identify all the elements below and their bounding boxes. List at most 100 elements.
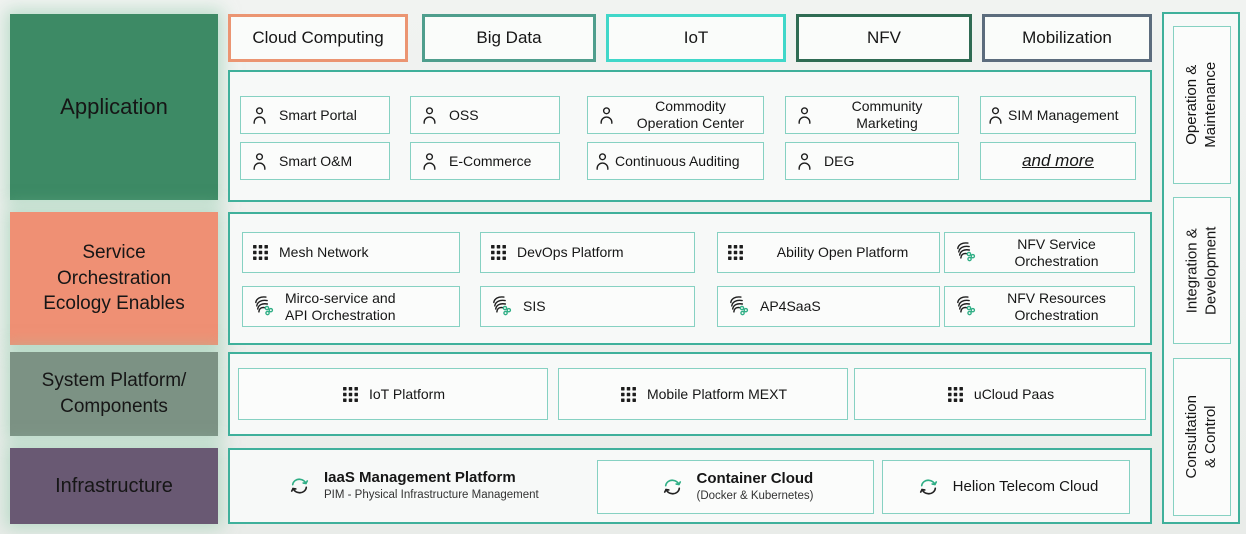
- orch-item-sis: SIS: [480, 286, 695, 327]
- user-icon: [596, 105, 617, 126]
- tab-label: Big Data: [476, 28, 542, 47]
- user-icon: [985, 105, 1006, 126]
- infrastructure-group: IaaS Management Platform PIM - Physical …: [228, 448, 1152, 524]
- item-label: IoT Platform: [369, 385, 445, 402]
- item-label: Mirco-service and API Orchestration: [285, 289, 396, 323]
- user-icon: [249, 151, 270, 172]
- orch-item-mirco-service-api-orchestration: Mirco-service and API Orchestration: [242, 286, 460, 327]
- layer-label-text: Service Orchestration Ecology Enables: [43, 242, 185, 315]
- item-label: DEG: [824, 152, 855, 169]
- tab-label: Cloud Computing: [252, 28, 384, 47]
- side-panel-box-operation-maintenance: Operation & Maintenance: [1173, 26, 1231, 184]
- item-label: E-Commerce: [449, 152, 532, 169]
- user-icon: [794, 105, 815, 126]
- layer-label-service-orchestration: Service Orchestration Ecology Enables: [10, 212, 218, 345]
- item-label: SIM Management: [1008, 106, 1119, 123]
- item-label: Ability Open Platform: [776, 244, 909, 261]
- app-item-e-commerce: E-Commerce: [410, 142, 560, 180]
- app-item-smart-portal: Smart Portal: [240, 96, 390, 134]
- grid-icon: [946, 385, 965, 404]
- orchestration-icon: [489, 294, 514, 319]
- layer-label-text: Application: [60, 94, 168, 120]
- item-label: uCloud Paas: [973, 385, 1055, 402]
- side-panel-label: Consultation & Control: [1183, 395, 1220, 479]
- platform-item-iot-platform: IoT Platform: [238, 368, 548, 420]
- tab-label: Mobilization: [1022, 28, 1112, 47]
- platform-item-mobile-platform-mext: Mobile Platform MEXT: [558, 368, 848, 420]
- item-label: Mesh Network: [279, 244, 369, 261]
- item-label: NFV Resources Orchestration: [1007, 289, 1106, 323]
- grid-icon: [489, 243, 508, 262]
- side-panel-box-integration-development: Integration & Development: [1173, 197, 1231, 344]
- item-label: Smart O&M: [279, 152, 353, 169]
- grid-icon: [726, 243, 745, 262]
- orch-item-ability-open-platform: Ability Open Platform: [717, 232, 940, 273]
- item-label: AP4SaaS: [760, 298, 821, 315]
- layer-label-system-platform: System Platform/ Components: [10, 352, 218, 436]
- tab-cloud-computing: Cloud Computing: [228, 14, 408, 62]
- tab-mobilization: Mobilization: [982, 14, 1152, 62]
- app-item-deg: DEG: [785, 142, 959, 180]
- tab-iot: IoT: [606, 14, 786, 62]
- layer-label-infrastructure: Infrastructure: [10, 448, 218, 524]
- infra-item-container-cloud: Container Cloud (Docker & Kubernetes): [597, 460, 874, 514]
- cloud-sync-icon: [658, 475, 687, 499]
- app-item-smart-oandm: Smart O&M: [240, 142, 390, 180]
- user-icon: [592, 151, 613, 172]
- cloud-sync-icon: [914, 475, 943, 499]
- orchestration-icon: [953, 294, 978, 319]
- orch-item-nfv-service-orchestration: NFV Service Orchestration: [944, 232, 1135, 273]
- item-label: OSS: [449, 106, 479, 123]
- tab-label: IoT: [683, 28, 709, 47]
- item-label: SIS: [523, 298, 546, 315]
- grid-icon: [341, 385, 360, 404]
- orch-item-mesh-network: Mesh Network: [242, 232, 460, 273]
- orch-item-ap4saas: AP4SaaS: [717, 286, 940, 327]
- cloud-sync-icon: [285, 474, 314, 498]
- item-label: Community Marketing: [851, 98, 923, 131]
- layer-label-application: Application: [10, 14, 218, 200]
- app-item-continuous-auditing: Continuous Auditing: [587, 142, 764, 180]
- item-title: Container Cloud: [696, 470, 814, 488]
- app-item-oss: OSS: [410, 96, 560, 134]
- app-item-sim-management: SIM Management: [980, 96, 1136, 134]
- orchestration-icon: [953, 240, 978, 265]
- app-item-and-more: and more: [980, 142, 1136, 180]
- infra-item-helion-telecom-cloud: Helion Telecom Cloud: [882, 460, 1130, 514]
- item-label: Mobile Platform MEXT: [646, 385, 788, 402]
- platform-item-ucloud-paas: uCloud Paas: [854, 368, 1146, 420]
- app-item-commodity-operation-center: Commodity Operation Center: [587, 96, 764, 134]
- orchestration-icon: [251, 294, 276, 319]
- item-label: Smart Portal: [279, 106, 357, 123]
- item-label: NFV Service Orchestration: [1014, 235, 1099, 269]
- side-panel-label: Operation & Maintenance: [1183, 62, 1219, 148]
- system-platform-group: IoT Platform Mobile Platform MEXT uCloud…: [228, 352, 1152, 436]
- tab-label: NFV: [867, 28, 901, 47]
- user-icon: [249, 105, 270, 126]
- service-orchestration-group: Mesh Network DevOps Platform Ability Ope…: [228, 212, 1152, 345]
- app-item-community-marketing: Community Marketing: [785, 96, 959, 134]
- user-icon: [419, 151, 440, 172]
- item-label: Commodity Operation Center: [636, 98, 745, 131]
- side-panel-box-consultation-control: Consultation & Control: [1173, 358, 1231, 516]
- tab-nfv: NFV: [796, 14, 972, 62]
- item-label: Continuous Auditing: [615, 152, 740, 169]
- grid-icon: [619, 385, 638, 404]
- infra-item-iaas-management-platform: IaaS Management Platform PIM - Physical …: [285, 460, 605, 512]
- layer-label-text: System Platform/ Components: [41, 370, 187, 417]
- side-panel-label: Integration & Development: [1183, 226, 1220, 315]
- item-subtitle: PIM - Physical Infrastructure Management: [324, 489, 539, 502]
- application-group: Smart Portal OSS Commodity Operation Cen…: [228, 70, 1152, 202]
- orchestration-icon: [726, 294, 751, 319]
- item-label: DevOps Platform: [517, 244, 624, 261]
- item-title: Helion Telecom Cloud: [952, 477, 1099, 495]
- layer-label-text: Infrastructure: [55, 474, 173, 497]
- item-title: IaaS Management Platform: [324, 469, 516, 487]
- item-subtitle: (Docker & Kubernetes): [696, 490, 814, 503]
- orch-item-devops-platform: DevOps Platform: [480, 232, 695, 273]
- item-label: and more: [1022, 150, 1094, 170]
- user-icon: [419, 105, 440, 126]
- grid-icon: [251, 243, 270, 262]
- orch-item-nfv-resources-orchestration: NFV Resources Orchestration: [944, 286, 1135, 327]
